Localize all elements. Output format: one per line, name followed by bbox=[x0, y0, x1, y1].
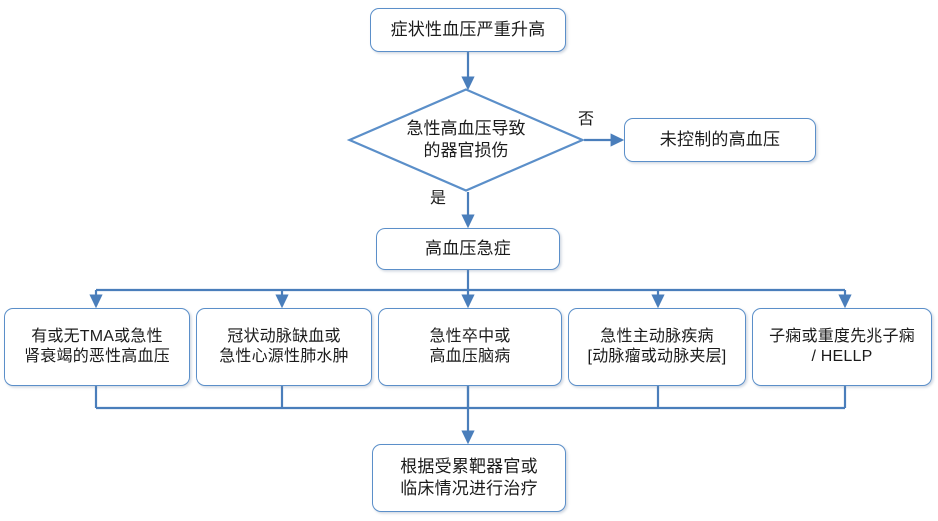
node-decision[interactable]: 急性高血压导致 的器官损伤 bbox=[346, 88, 586, 192]
node-treatment[interactable]: 根据受累靶器官或 临床情况进行治疗 bbox=[372, 444, 566, 512]
category-box-malignant-hypertension[interactable]: 有或无TMA或急性 肾衰竭的恶性高血压 bbox=[4, 308, 190, 386]
category-box-eclampsia-hellp[interactable]: 子痫或重度先兆子痫 / HELLP bbox=[752, 308, 932, 386]
edge-label-yes: 是 bbox=[430, 190, 447, 207]
category-box-coronary-ischemia[interactable]: 冠状动脉缺血或 急性心源性肺水肿 bbox=[196, 308, 372, 386]
node-hypertensive-emergency[interactable]: 高血压急症 bbox=[376, 228, 560, 270]
edge-label-no: 否 bbox=[578, 111, 595, 128]
node-uncontrolled-hypertension[interactable]: 未控制的高血压 bbox=[624, 118, 816, 162]
category-box-acute-stroke[interactable]: 急性卒中或 高血压脑病 bbox=[378, 308, 562, 386]
node-start[interactable]: 症状性血压严重升高 bbox=[370, 8, 566, 52]
category-box-acute-aortic-disease[interactable]: 急性主动脉疾病 [动脉瘤或动脉夹层] bbox=[568, 308, 746, 386]
